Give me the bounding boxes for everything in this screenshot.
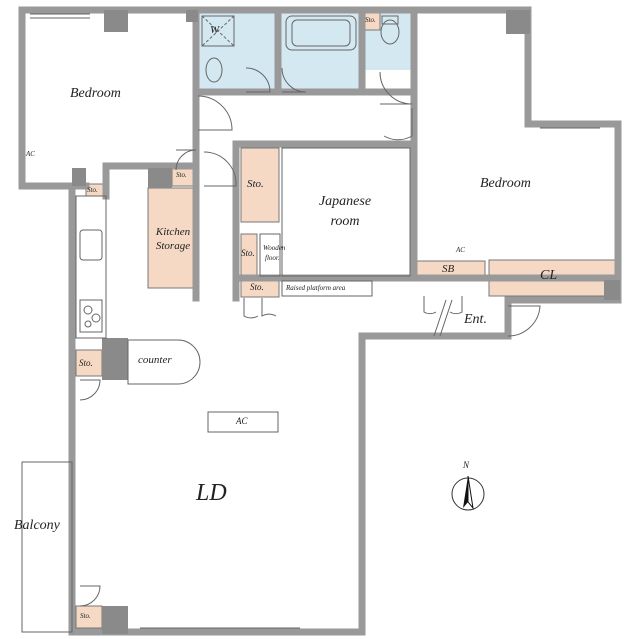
wooden-floor-label-2: floor. bbox=[265, 254, 280, 262]
kitchen-storage-fill bbox=[147, 187, 197, 289]
sto-label-small-1: Sto. bbox=[241, 248, 255, 258]
window-marks bbox=[30, 13, 600, 629]
north-arrow-icon bbox=[451, 475, 485, 511]
walls bbox=[18, 6, 622, 636]
entrance-label: Ent. bbox=[464, 312, 487, 327]
bedroom-right-label: Bedroom bbox=[480, 176, 531, 191]
kitchen-storage-label-1: Kitchen bbox=[155, 226, 191, 238]
japanese-sto-fill bbox=[240, 147, 280, 223]
sto-label-toilet: Sto. bbox=[365, 16, 376, 24]
pillars bbox=[72, 10, 620, 634]
north-label: N bbox=[463, 460, 470, 470]
washroom-fill bbox=[198, 12, 278, 92]
ac-label-bedroom-right: AC bbox=[456, 246, 465, 254]
sto-label-bedroom: Sto. bbox=[87, 186, 98, 194]
washer-label: W bbox=[210, 24, 220, 36]
bedroom-left-label: Bedroom bbox=[70, 86, 121, 101]
ac-label-ld: AC bbox=[236, 416, 248, 426]
ac-label-bedroom-left: AC bbox=[26, 150, 35, 158]
sto-counter-fill bbox=[75, 349, 103, 377]
shoe-box-label: SB bbox=[442, 263, 455, 275]
kitchen-storage-label-2: Storage bbox=[155, 240, 191, 252]
japanese-room-label-1: Japanese bbox=[318, 194, 372, 209]
sto-label-kitchen-top: Sto. bbox=[176, 171, 187, 179]
door-swings bbox=[79, 67, 541, 607]
sto-label-japanese: Sto. bbox=[247, 178, 264, 190]
closet-label: CL bbox=[540, 268, 558, 283]
ld-label: LD bbox=[196, 480, 227, 506]
balcony-label: Balcony bbox=[14, 518, 60, 533]
sto-label-counter: Sto. bbox=[79, 358, 93, 368]
counter-label: counter bbox=[138, 354, 172, 366]
raised-platform-label: Raised platform area bbox=[286, 284, 346, 292]
sto-label-balcony: Sto. bbox=[80, 612, 91, 620]
wooden-floor-label-1: Wooden bbox=[263, 244, 286, 252]
thin-lines bbox=[21, 15, 453, 633]
sto-label-small-2: Sto. bbox=[250, 282, 264, 292]
japanese-room-label-2: room bbox=[330, 214, 360, 229]
bathroom-fill bbox=[280, 12, 362, 92]
